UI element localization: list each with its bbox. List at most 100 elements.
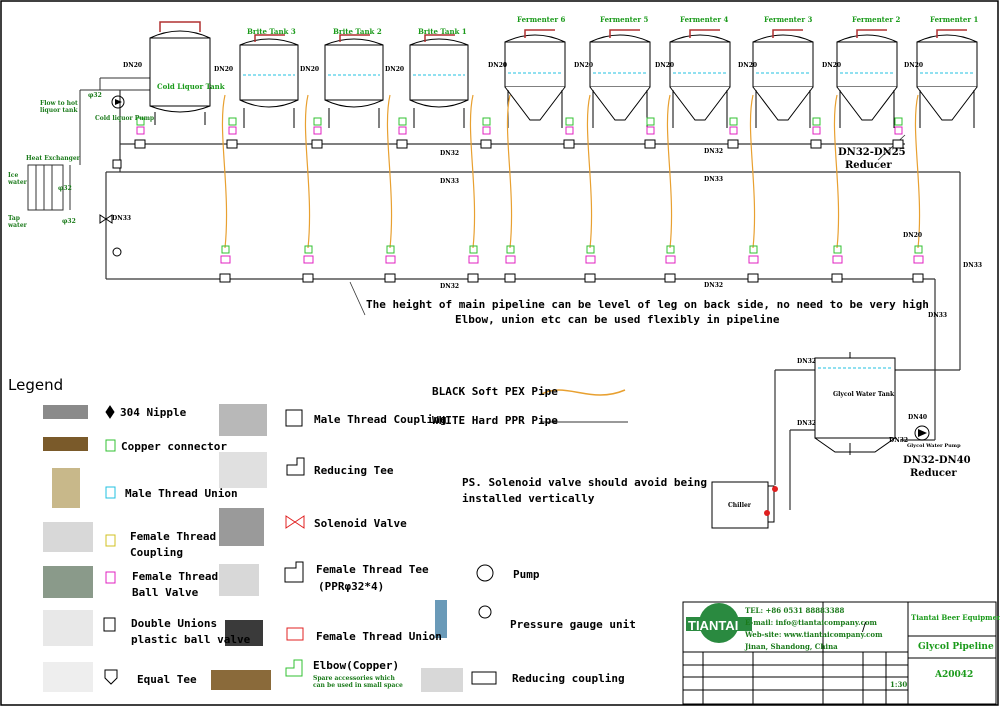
equal-tee-fitting xyxy=(384,273,396,283)
copper-connector-fitting xyxy=(646,117,655,126)
dn20-label: DN20 xyxy=(655,62,675,69)
d32-label: φ32 xyxy=(58,185,72,192)
ball-valve-fitting xyxy=(313,126,322,135)
dn32-label: DN32 xyxy=(797,358,817,365)
dn20-label: DN20 xyxy=(385,66,405,73)
legend-reducing-coupling: Reducing coupling xyxy=(512,672,625,685)
cold-liquor-pump-icon xyxy=(111,95,125,109)
dn20-label: DN20 xyxy=(123,62,143,69)
copper-connector-fitting xyxy=(894,117,903,126)
equal-tee-fitting xyxy=(112,159,122,169)
pex-drop-line xyxy=(304,94,311,249)
title-tel: TEL: +86 0531 88883388 xyxy=(745,606,845,615)
pex-drop-line xyxy=(386,94,393,249)
heat-exchanger-label: Heat Exchanger xyxy=(26,155,80,162)
pump-symbol xyxy=(476,564,494,582)
equal-tee-fitting xyxy=(727,139,739,149)
copper-connector-fitting xyxy=(586,245,595,254)
legend-female-thread-coupling-1: Female Thread xyxy=(130,530,217,543)
drawing-scale: 1:30 xyxy=(890,680,908,689)
equal-tee-fitting xyxy=(396,139,408,149)
dn20-label: DN20 xyxy=(822,62,842,69)
legend-ball-valve-1: Female Thread xyxy=(132,570,219,583)
legend-symbols xyxy=(103,405,497,685)
dn33-label: DN33 xyxy=(440,178,460,185)
drawing-name: Glycol Pipeline xyxy=(918,642,994,652)
ball-valve-symbol xyxy=(105,571,116,584)
fermenter-1-label: Fermenter 1 xyxy=(930,15,979,24)
solenoid-valve-fitting xyxy=(99,214,113,224)
title-email: E-mail: info@tiantaicompany.com xyxy=(745,618,877,627)
title-web: Web-site: www.tiantaicompany.com xyxy=(745,630,883,639)
drawing-number: A20042 xyxy=(935,670,974,680)
ppr-pipe-legend: WHITE Hard PPR Pipe xyxy=(432,414,558,427)
dn20-label: DN20 xyxy=(903,232,923,239)
ppr-main-pipelines xyxy=(105,90,961,510)
copper-connector-fitting xyxy=(313,117,322,126)
legend-male-thread-coupling: Male Thread Coupling xyxy=(314,413,447,426)
ball-valve-fitting xyxy=(665,255,676,264)
tiantai-logo xyxy=(686,603,752,643)
reducing-coupling-symbol xyxy=(471,671,497,685)
ball-valve-fitting xyxy=(385,255,396,264)
fermenter-tank xyxy=(836,29,898,128)
dn20-label: DN20 xyxy=(300,66,320,73)
company-name: Tiantai Beer Equipment Company xyxy=(911,613,1000,622)
copper-connector-fitting xyxy=(729,117,738,126)
legend-304-nipple: 304 Nipple xyxy=(120,406,187,419)
legend-female-thread-coupling-2: Coupling xyxy=(130,546,183,559)
legend-solenoid-valve: Solenoid Valve xyxy=(314,517,407,530)
copper-connector-fitting xyxy=(666,245,675,254)
dn33-label: DN33 xyxy=(112,215,132,222)
female-coupling-symbol xyxy=(105,534,116,547)
fermenter-6-label: Fermenter 6 xyxy=(517,15,566,24)
male-union-symbol xyxy=(105,486,116,499)
glycol-pump-icon xyxy=(914,425,930,441)
equal-tee-fitting xyxy=(892,139,904,149)
equal-tee-fitting xyxy=(504,273,516,283)
cold-liquor-tank xyxy=(149,21,211,125)
copper-connector-fitting xyxy=(304,245,313,254)
equal-tee-fitting xyxy=(311,139,323,149)
legend-elbow-copper: Elbow(Copper) xyxy=(313,659,400,672)
tap-water-label: Tap water xyxy=(8,215,27,229)
tanks-layer xyxy=(149,21,978,128)
ball-valve-fitting xyxy=(482,126,491,135)
copper-connector-fitting xyxy=(228,117,237,126)
pex-drop-line xyxy=(749,94,756,249)
logo-text: TIANTAI xyxy=(688,618,739,633)
glycol-water-tank xyxy=(814,352,896,453)
copper-connector-fitting xyxy=(482,117,491,126)
legend-photos xyxy=(43,404,463,692)
fermenter-2-label: Fermenter 2 xyxy=(852,15,901,24)
pex-drop-line xyxy=(221,94,228,249)
fermenter-5-label: Fermenter 5 xyxy=(600,15,649,24)
ice-water-label: Ice water xyxy=(8,172,27,186)
fermenter-tank xyxy=(669,29,731,128)
equal-tee-fitting xyxy=(467,273,479,283)
legend-male-thread-union: Male Thread Union xyxy=(125,487,238,500)
dn32-label: DN32 xyxy=(797,420,817,427)
fermenter-tank xyxy=(916,29,978,128)
legend-female-thread-tee: Female Thread Tee xyxy=(316,563,429,576)
pex-pipe-legend: BLACK Soft PEX Pipe xyxy=(432,385,558,398)
flow-to-hot-liquor-label: Flow to hot liquor tank xyxy=(40,100,78,114)
ball-valve-fitting xyxy=(646,126,655,135)
equal-tee-fitting xyxy=(584,273,596,283)
glycol-tank-label: Glycol Water Tank xyxy=(833,391,895,398)
cold-liquor-tank-label: Cold Liquor Tank xyxy=(157,82,225,91)
elbow-symbol xyxy=(285,659,303,677)
elbow-union-note: Elbow, union etc can be used flexibly in… xyxy=(455,313,780,326)
copper-connector-fitting xyxy=(914,245,923,254)
equal-tee-fitting xyxy=(302,273,314,283)
ball-valve-fitting xyxy=(220,255,231,264)
ball-valve-fitting xyxy=(303,255,314,264)
dn40-label: DN40 xyxy=(908,414,928,421)
copper-connector-fitting xyxy=(469,245,478,254)
copper-connector-symbol xyxy=(105,439,116,452)
dn32-label: DN32 xyxy=(704,282,724,289)
ball-valve-fitting xyxy=(729,126,738,135)
ball-valve-fitting xyxy=(468,255,479,264)
legend-female-thread-union: Female Thread Union xyxy=(316,630,442,643)
copper-connector-fitting xyxy=(833,245,842,254)
